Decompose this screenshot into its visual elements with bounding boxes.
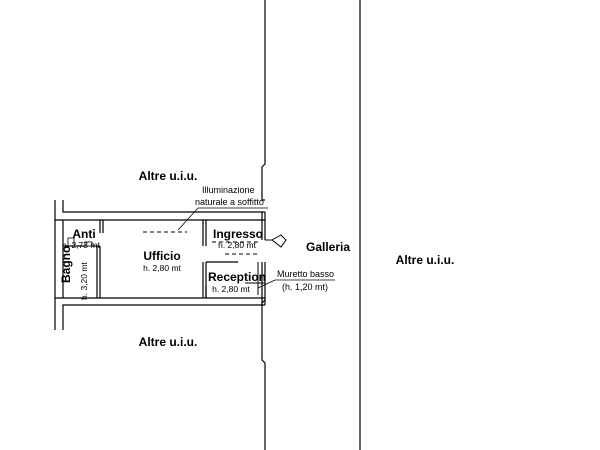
- room-name-reception: Reception: [207, 270, 267, 284]
- skylight-note-line1: Illuminazione: [202, 185, 255, 195]
- room-height-anti: h. 2,73 mt: [62, 240, 100, 250]
- room-name-ingresso: Ingresso: [212, 227, 264, 241]
- walls: [54, 0, 361, 450]
- unit-bottom-wall-outer: [62, 304, 265, 330]
- galleria-left-wall-lower: [261, 299, 266, 450]
- door-anti-bagno-icon: [84, 241, 93, 247]
- area-label-top: Altre u.i.u.: [138, 169, 198, 183]
- corridor-label: Galleria: [305, 240, 351, 254]
- low-wall-note-line2: (h. 1,20 mt): [282, 282, 329, 292]
- unit-top-wall-outer: [62, 200, 265, 213]
- room-height-ingresso: h. 2,80 mt: [218, 240, 256, 250]
- unit-bottom-wall: [54, 297, 265, 330]
- low-wall-note-line1: Muretto basso: [277, 269, 335, 279]
- galleria-left-wall: [261, 0, 266, 201]
- skylight-note-line2: naturale a soffitto: [195, 197, 264, 207]
- room-name-ufficio: Ufficio: [143, 249, 181, 263]
- room-height-reception: h. 2,80 mt: [212, 284, 250, 294]
- low-wall-leader: [257, 279, 276, 289]
- entrance-door-icon: [271, 234, 287, 248]
- room-name-bagno: Bagno: [59, 245, 73, 283]
- area-label-bottom: Altre u.i.u.: [138, 335, 198, 349]
- skylight-leader: [177, 207, 199, 231]
- area-label-right: Altre u.i.u.: [395, 253, 455, 267]
- leader-lines: [177, 207, 335, 289]
- room-height-ufficio: h. 2,80 mt: [143, 263, 181, 273]
- room-name-anti: Anti: [72, 227, 96, 241]
- room-height-bagno: h. 3,20 mt: [79, 262, 89, 300]
- skylight-outline: [143, 231, 260, 255]
- low-wall-marks: [245, 262, 265, 295]
- wc-icon: [67, 237, 75, 247]
